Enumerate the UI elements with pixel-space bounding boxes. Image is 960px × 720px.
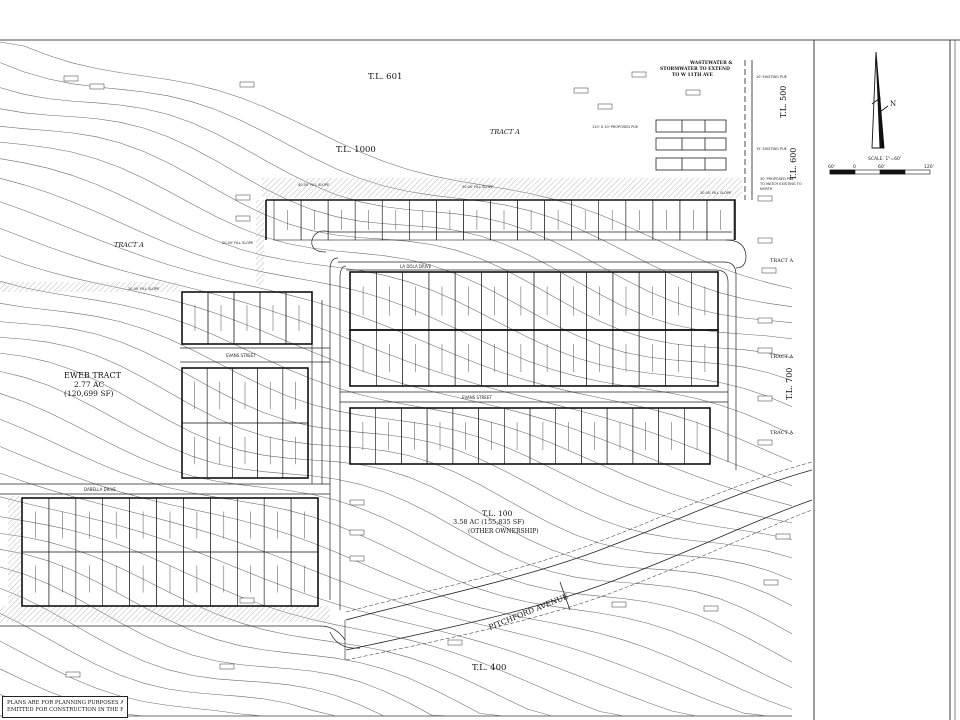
wastewater-note-1: WASTEWATER & bbox=[689, 60, 732, 66]
contour-line bbox=[0, 227, 793, 486]
tract-a-north: TRACT A bbox=[490, 128, 520, 136]
contour-line bbox=[0, 393, 793, 663]
scale-label: SCALE: 1"=60' bbox=[868, 156, 901, 162]
scale-tick-0: 0 bbox=[853, 164, 856, 170]
wastewater-note-2: STORMWATER TO EXTEND bbox=[660, 66, 730, 72]
north-arrow-icon bbox=[871, 51, 889, 149]
contour-line bbox=[0, 496, 792, 717]
contour-line bbox=[0, 255, 793, 507]
contour-line bbox=[0, 141, 793, 381]
contour-line bbox=[0, 303, 793, 540]
contour-line bbox=[0, 418, 793, 688]
streets bbox=[0, 230, 747, 641]
note-line-1: PLANS ARE FOR PLANNING PURPOSES AND ARE bbox=[7, 700, 123, 706]
contour-line bbox=[0, 87, 793, 323]
contour-line bbox=[0, 108, 793, 340]
tl600-label: T.L. 600 bbox=[789, 148, 798, 180]
fill-slope-3: 20.00' FILL SLOPE bbox=[222, 241, 253, 245]
fill-slope-4: 20.00' FILL SLOPE bbox=[128, 287, 159, 291]
eweb-tract-sf: (120,699 SF) bbox=[64, 389, 114, 398]
contour-line bbox=[0, 280, 793, 524]
north-letter: N bbox=[890, 100, 896, 108]
fill-slope-hatching bbox=[0, 178, 742, 622]
contour-line bbox=[0, 566, 792, 717]
pue-note-1: 10' EXISTING PUE bbox=[756, 75, 787, 79]
fill-slope-5: 30.00' FILL SLOPE bbox=[700, 191, 731, 195]
eweb-tract-acres: 2.77 AC bbox=[74, 380, 104, 389]
contour-line bbox=[0, 337, 793, 581]
sheet-frame bbox=[0, 39, 960, 720]
fill-slope-2: 30.00' FILL SLOPE bbox=[462, 185, 493, 189]
note-line-2: EMITTED FOR CONSTRUCTION IN THE FIELD. bbox=[7, 707, 123, 713]
subdivision-lots bbox=[21, 199, 735, 607]
fill-slope-1: 40.00' FILL SLOPE bbox=[298, 183, 329, 187]
contour-line bbox=[0, 371, 793, 635]
scale-tick-60-left: 60' bbox=[828, 164, 835, 170]
pue-note-4: 30' PROPOSED PUE bbox=[760, 177, 794, 181]
proposed-pue-boxes bbox=[655, 60, 753, 200]
pitchford-avenue-label: PITCHFORD AVENUE bbox=[487, 592, 569, 632]
lot-block-outlines bbox=[21, 199, 736, 607]
contour-line bbox=[0, 352, 793, 606]
tl1000-label: T.L. 1000 bbox=[336, 145, 376, 155]
tl100-label: T.L. 100 bbox=[482, 509, 513, 518]
scale-tick-60-right: 60' bbox=[878, 164, 885, 170]
tract-a-east-1: TRACT A bbox=[770, 258, 793, 264]
pue-note-2: 15' EXISTING PUE bbox=[756, 147, 787, 151]
tl100-owner: (OTHER OWNERSHIP) bbox=[468, 528, 539, 535]
wastewater-note-3: TO W 11TH AVE bbox=[672, 72, 714, 78]
tract-a-east-2: TRACT A bbox=[770, 354, 793, 360]
pitchford-avenue-road bbox=[329, 461, 813, 661]
contour-line bbox=[0, 41, 793, 289]
tract-a-west: TRACT A bbox=[114, 241, 144, 249]
pue-note-3: 110' X 10' PROPOSED PUE bbox=[592, 125, 638, 129]
contour-line bbox=[0, 533, 792, 717]
pue-note-6: NORTH bbox=[760, 187, 773, 191]
scale-tick-120: 120' bbox=[924, 164, 934, 170]
scale-bar bbox=[829, 169, 931, 175]
contour-line bbox=[0, 472, 792, 717]
eweb-tract-title: EWEB TRACT bbox=[64, 371, 122, 380]
la-dola-drive-label: LA DOLA DRIVE bbox=[400, 264, 432, 269]
tl601-label: T.L. 601 bbox=[368, 72, 402, 82]
utility-callouts bbox=[63, 71, 791, 678]
tl400-label: T.L. 400 bbox=[472, 663, 506, 673]
contour-line bbox=[0, 178, 793, 436]
evans-street-label-1: EVANS STREET bbox=[226, 353, 256, 358]
dabella-drive-label: DABELLA DRIVE bbox=[84, 487, 116, 492]
tl700-label: T.L. 700 bbox=[785, 368, 794, 400]
evans-street-label-2: EVANS STREET bbox=[462, 395, 492, 400]
contour-line bbox=[0, 321, 793, 559]
planning-purposes-note: PLANS ARE FOR PLANNING PURPOSES AND ARE … bbox=[2, 696, 128, 718]
contour-line bbox=[0, 549, 792, 717]
pue-note-5: TO MATCH EXISTING TO bbox=[759, 182, 802, 186]
contour-line bbox=[0, 158, 793, 408]
tract-a-east-3: TRACT A bbox=[770, 430, 793, 436]
tl100-area: 3.58 AC (155,835 SF) bbox=[453, 518, 525, 526]
tl500-label: T.L. 500 bbox=[779, 86, 788, 118]
contour-line bbox=[0, 446, 793, 710]
